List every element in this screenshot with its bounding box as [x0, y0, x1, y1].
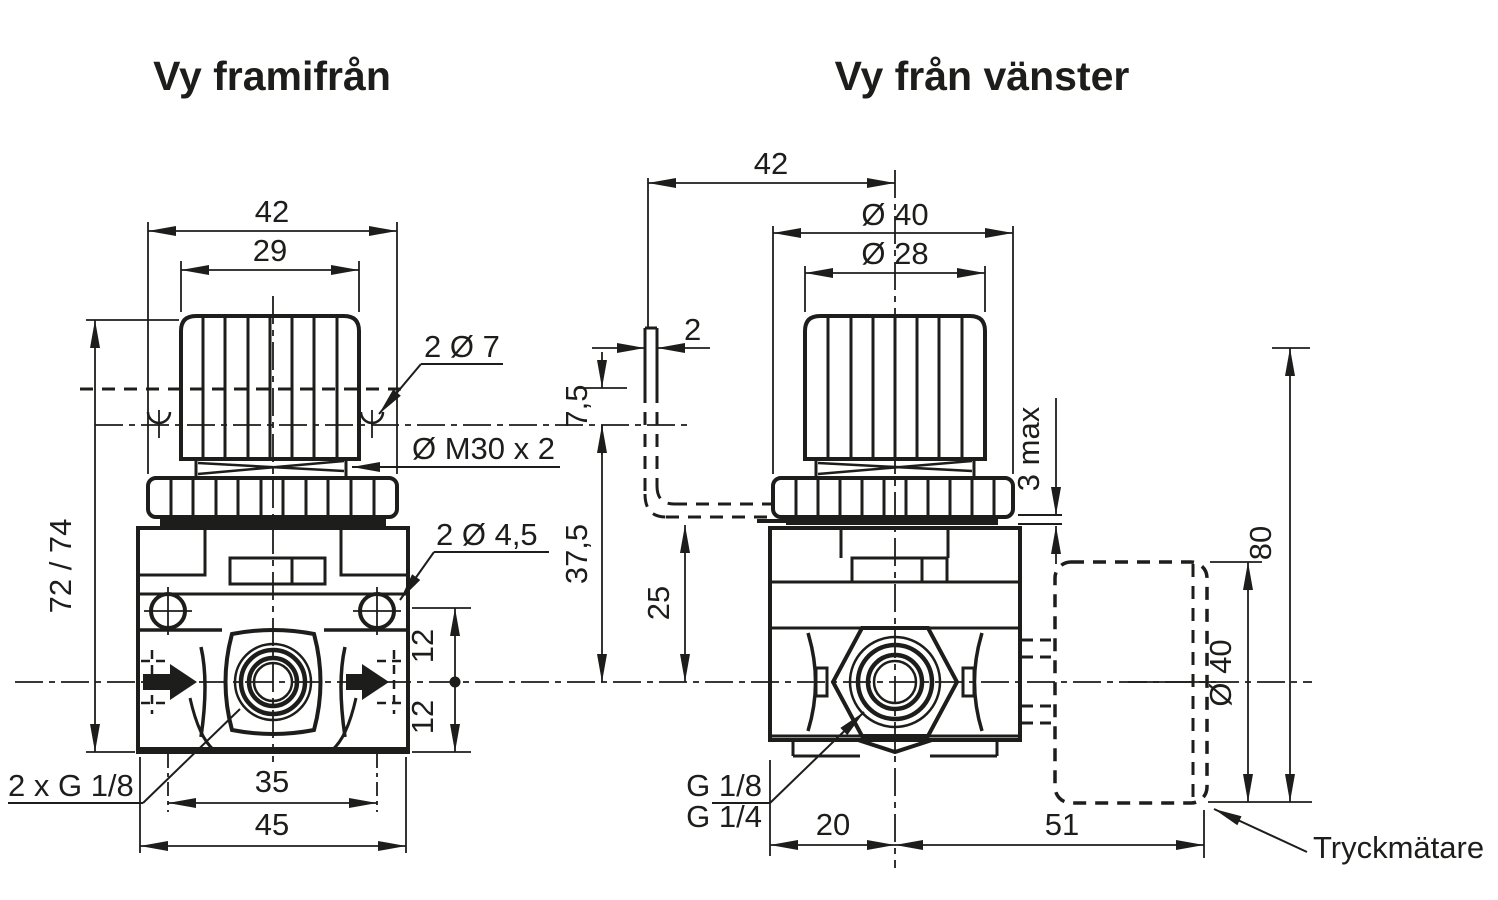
dim-label: 72 / 74 — [43, 519, 78, 614]
dim-label: Ø 28 — [861, 236, 928, 271]
dim-panel-to-axis: 37,5 — [559, 425, 607, 682]
flow-arrow-outlet — [346, 664, 389, 700]
note-gauge: Tryckmätare — [1213, 808, 1484, 865]
front-hidden-port-lines — [141, 650, 405, 714]
dim-label: 12 — [405, 700, 440, 734]
port-label-g18: G 1/8 — [686, 768, 762, 803]
pressure-gauge-hidden — [1022, 560, 1216, 805]
dim-side-cap-dia: Ø 28 — [804, 236, 986, 312]
front-body-left-panel — [138, 528, 207, 577]
dim-label: 42 — [255, 194, 289, 229]
dim-label: 25 — [641, 586, 676, 620]
dim-label: 12 — [405, 629, 440, 663]
dim-label: Ø 40 — [861, 197, 928, 232]
dim-label: 45 — [255, 807, 289, 842]
dim-panel-thickness: 2 — [592, 312, 710, 353]
front-lock-ring-ribs — [169, 480, 376, 515]
note-thread: Ø M30 x 2 — [352, 431, 560, 472]
side-view-title: Vy från vänster — [835, 53, 1130, 99]
front-panel-hidden-line — [80, 387, 402, 438]
note-label: 2 Ø 7 — [424, 329, 500, 364]
note-side-ports: G 1/8 G 1/4 — [686, 711, 865, 834]
dim-gauge-dia: Ø 40 — [1203, 561, 1312, 803]
dim-axis-to-gauge-face: 51 — [895, 807, 1205, 858]
side-body-window — [850, 556, 949, 584]
dim-label: 42 — [754, 146, 788, 181]
front-lock-ring — [146, 476, 399, 526]
note-label: 2 Ø 4,5 — [436, 517, 538, 552]
front-mount-hole-left — [144, 587, 192, 635]
note-panel-holes: 2 Ø 7 — [378, 329, 503, 415]
side-body-bottom-notch — [857, 738, 933, 755]
dim-label: 37,5 — [559, 524, 594, 584]
gauge-label: Tryckmätare — [1313, 830, 1484, 865]
front-body-window — [228, 556, 327, 586]
note-label: Ø M30 x 2 — [412, 431, 555, 466]
front-port-boss — [199, 628, 347, 738]
front-body-right-panel — [339, 528, 408, 577]
front-collar-band — [160, 518, 386, 526]
dim-front-hole-spacing: 35 — [167, 754, 378, 812]
dim-label: 51 — [1045, 807, 1079, 842]
dim-side-knob-dia: Ø 40 — [772, 197, 1014, 474]
note-mount-holes: 2 Ø 4,5 — [399, 517, 549, 601]
front-mount-hole-right — [353, 587, 401, 635]
side-port-tab-right — [961, 666, 976, 698]
dim-side-bracket-offset: 42 — [648, 146, 895, 188]
front-view-title: Vy framifrån — [153, 53, 391, 99]
dim-label: 29 — [253, 233, 287, 268]
dim-label: 3 max — [1011, 406, 1046, 491]
dim-front-axis-offsets: 12 12 — [405, 607, 471, 753]
dim-hole-to-axis: 7,5 — [559, 352, 627, 455]
side-view — [757, 314, 1216, 805]
side-port-tab-left — [814, 666, 829, 698]
side-lock-ring-ribs — [794, 480, 996, 515]
dim-total-height: 80 — [1243, 347, 1310, 802]
dim-label: 20 — [816, 807, 850, 842]
dim-axis-dot — [449, 676, 461, 688]
dim-front-knob-width: 29 — [180, 233, 360, 312]
dim-label: 2 — [684, 312, 701, 347]
port-label-g14: G 1/4 — [686, 799, 762, 834]
side-collar-band — [786, 517, 998, 525]
side-lock-ring — [757, 476, 1015, 525]
side-knob-ribs — [826, 317, 964, 458]
gauge-connection-lines — [1022, 638, 1055, 725]
panel-hidden-section — [643, 390, 772, 519]
front-view-dimensions: 42 29 72 / 74 12 12 — [8, 194, 560, 853]
dim-label: 35 — [255, 764, 289, 799]
note-ports: 2 x G 1/8 — [8, 708, 241, 804]
side-thread-neck — [814, 459, 976, 478]
side-view-dimensions: 42 Ø 40 Ø 28 3 max 80 — [648, 146, 1484, 865]
dim-panel-grip: 3 max — [1011, 398, 1062, 564]
flow-arrow-inlet — [143, 664, 197, 700]
note-label: 2 x G 1/8 — [8, 768, 134, 803]
dim-label: 7,5 — [559, 384, 594, 427]
dim-front-ring-width: 42 — [147, 194, 398, 474]
side-adjustment-knob — [803, 314, 987, 461]
dim-bracket-to-axis: 25 — [641, 525, 690, 682]
front-view — [80, 314, 410, 754]
side-hex-port-boss — [830, 626, 960, 738]
mounting-panel-section: 2 7,5 37,5 25 — [559, 178, 772, 682]
dim-label: Ø 40 — [1203, 639, 1238, 706]
dim-axis-to-front: 20 — [769, 760, 895, 856]
dim-label: 80 — [1243, 526, 1278, 560]
dim-front-height: 72 / 74 — [43, 319, 179, 753]
front-thread-neck — [194, 459, 348, 478]
dim-front-body-width: 45 — [139, 757, 407, 853]
side-body — [768, 526, 1022, 758]
